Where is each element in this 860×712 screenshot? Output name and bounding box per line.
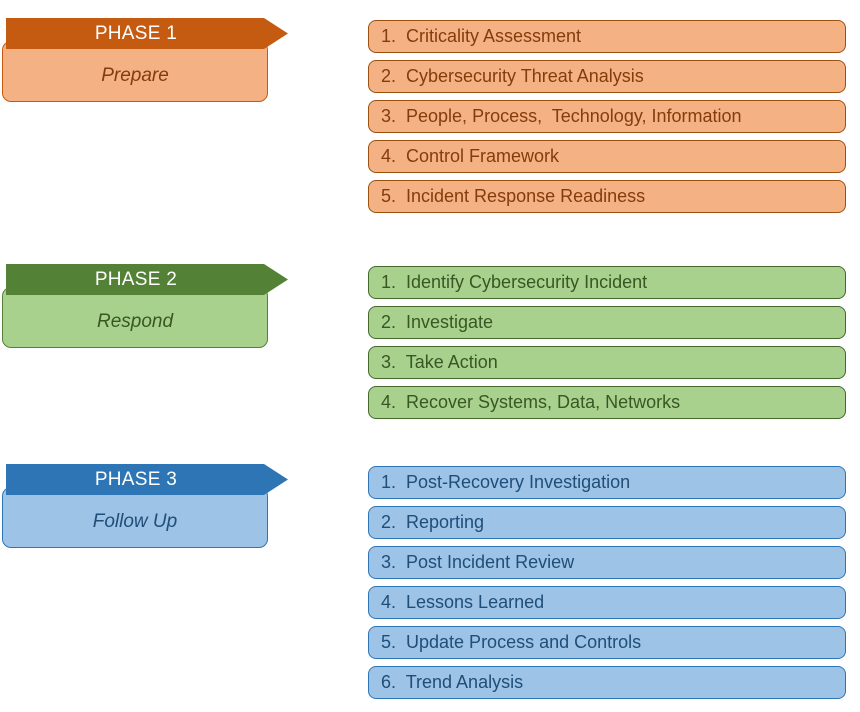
phase3-label: Follow Up bbox=[92, 510, 178, 532]
phase2-step-1: 1. Identify Cybersecurity Incident bbox=[368, 266, 846, 299]
phase2-label-card: Respond bbox=[2, 287, 268, 348]
phase1-step-1: 1. Criticality Assessment bbox=[368, 20, 846, 53]
phase3-section: PHASE 3 Follow Up 1. Post-Recovery Inves… bbox=[2, 464, 860, 699]
phase3-left-block: PHASE 3 Follow Up bbox=[2, 464, 292, 548]
phase1-steps-list: 1. Criticality Assessment 2. Cybersecuri… bbox=[368, 20, 846, 213]
phase2-step-4: 4. Recover Systems, Data, Networks bbox=[368, 386, 846, 419]
phase1-left-block: PHASE 1 Prepare bbox=[2, 18, 292, 102]
phase1-label-card: Prepare bbox=[2, 41, 268, 102]
phase2-step-3: 3. Take Action bbox=[368, 346, 846, 379]
phase3-step-3: 3. Post Incident Review bbox=[368, 546, 846, 579]
phase3-step-6: 6. Trend Analysis bbox=[368, 666, 846, 699]
phase1-banner: PHASE 1 bbox=[6, 18, 288, 49]
phase3-label-card: Follow Up bbox=[2, 487, 268, 548]
phase1-section: PHASE 1 Prepare 1. Criticality Assessmen… bbox=[2, 18, 860, 213]
phase2-left-block: PHASE 2 Respond bbox=[2, 264, 292, 348]
phase1-step-2: 2. Cybersecurity Threat Analysis bbox=[368, 60, 846, 93]
phase3-step-2: 2. Reporting bbox=[368, 506, 846, 539]
phase3-step-1: 1. Post-Recovery Investigation bbox=[368, 466, 846, 499]
phase2-banner: PHASE 2 bbox=[6, 264, 288, 295]
phase2-label: Respond bbox=[96, 310, 174, 332]
phase1-step-5: 5. Incident Response Readiness bbox=[368, 180, 846, 213]
phase2-section: PHASE 2 Respond 1. Identify Cybersecurit… bbox=[2, 264, 860, 419]
phase1-label: Prepare bbox=[101, 64, 169, 86]
phase3-step-5: 5. Update Process and Controls bbox=[368, 626, 846, 659]
phase2-steps-list: 1. Identify Cybersecurity Incident 2. In… bbox=[368, 266, 846, 419]
phase1-step-3: 3. People, Process, Technology, Informat… bbox=[368, 100, 846, 133]
phase1-step-4: 4. Control Framework bbox=[368, 140, 846, 173]
phase2-step-2: 2. Investigate bbox=[368, 306, 846, 339]
phase3-step-4: 4. Lessons Learned bbox=[368, 586, 846, 619]
phase3-banner: PHASE 3 bbox=[6, 464, 288, 495]
phase3-steps-list: 1. Post-Recovery Investigation 2. Report… bbox=[368, 466, 846, 699]
